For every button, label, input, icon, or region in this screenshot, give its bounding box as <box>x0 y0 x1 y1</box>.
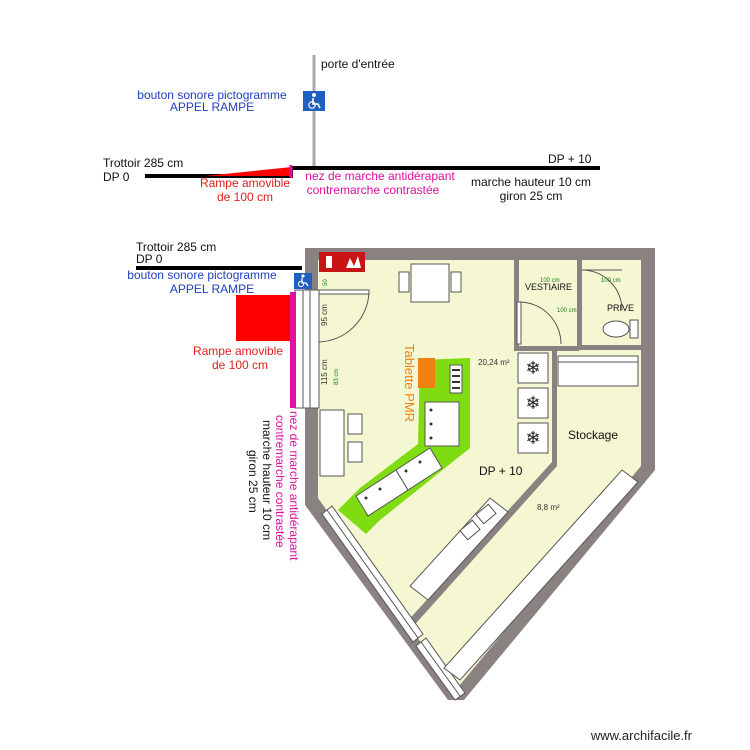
plan-removable-ramp <box>236 295 290 341</box>
dp0-label: DP 0 <box>103 170 130 184</box>
watermark-link[interactable]: www.archifacile.fr <box>590 728 693 743</box>
entrance-door-swing <box>318 291 370 343</box>
dining-table-top <box>398 263 462 303</box>
front-glazing-bottom-line <box>420 641 461 697</box>
tablet-pmr-label: Tablette PMR <box>402 344 417 422</box>
door-swing-prive <box>581 269 623 311</box>
fire-alarm-icon <box>341 252 365 272</box>
svg-text:❄: ❄ <box>525 393 540 413</box>
main-area-label: 20,24 m² <box>478 358 510 367</box>
burner-a2 <box>378 487 382 491</box>
main-level-label: DP + 10 <box>479 464 523 478</box>
plan-call-button-line2: APPEL RAMPE <box>170 282 254 296</box>
ramp-label-line1: Rampe amovible <box>200 176 290 190</box>
sidewalk-label: Trottoir 285 cm <box>103 156 183 170</box>
plan-ramp-label-line1: Rampe amovible <box>193 344 283 358</box>
freezer-3: ❄ <box>517 422 549 454</box>
plan-call-button-line1: bouton sonore pictogramme <box>127 268 277 282</box>
nosing-label-line1: nez de marche antidérapant <box>305 169 455 183</box>
step-label-line2: giron 25 cm <box>500 189 563 203</box>
cooktop-diagonal-b <box>395 447 443 491</box>
burner-a1 <box>364 496 368 500</box>
plan-sidewalk-label: Trottoir 285 cm <box>136 240 216 254</box>
call-button-label-line2: APPEL RAMPE <box>170 100 254 114</box>
plan-nosing-vertical-line2: contremarche contrastée <box>273 415 287 548</box>
dim-100-vestiaire: 100 cm <box>540 278 560 284</box>
plan-dp0-label: DP 0 <box>136 252 163 266</box>
dim-100-prive: 100 cm <box>601 278 621 284</box>
dim-115: 115 cm <box>320 359 329 385</box>
dim-83: 83 cm <box>334 369 340 385</box>
partition-prive-left <box>577 260 582 350</box>
sink-icon <box>459 503 497 541</box>
removable-ramp-section <box>205 167 292 176</box>
door-vestiaire <box>516 301 522 345</box>
partition-vestiaire-bottom <box>514 346 579 351</box>
plan-nosing-vertical-line1: nez de marche antidérapant <box>287 411 301 561</box>
dim-100-vestiaire-door: 100 cm <box>557 308 577 314</box>
step-label-line1: marche hauteur 10 cm <box>471 175 591 189</box>
plan-ramp-label-line2: de 100 cm <box>212 358 268 372</box>
plan-step-vertical-line1: marche hauteur 10 cm <box>260 420 274 540</box>
burner-b2 <box>418 460 422 464</box>
stockage-label: Stockage <box>568 428 618 442</box>
plan-nosing-strip <box>290 292 296 408</box>
front-glazing-lower-line <box>326 509 419 639</box>
partition-storage-left <box>552 350 557 466</box>
nosing-label-line2: contremarche contrastée <box>307 183 440 197</box>
cooktop-icon <box>449 364 463 394</box>
vestiaire-label: VESTIAIRE <box>525 282 572 292</box>
cooktop-right <box>424 401 460 447</box>
dining-table-left <box>319 409 363 477</box>
freezer-2: ❄ <box>517 387 549 419</box>
door-swing-vestiaire <box>518 301 562 345</box>
freezer-snowflake-icon: ❄ <box>517 352 549 384</box>
prive-label: PRIVE <box>607 303 634 313</box>
svg-text:❄: ❄ <box>525 428 540 448</box>
plan-wheelchair-access-icon <box>294 273 312 289</box>
toilet-icon <box>602 319 639 339</box>
dim-95: 95 cm <box>320 304 329 326</box>
ramp-label-line2: de 100 cm <box>217 190 273 204</box>
stock-area-label: 8,8 m² <box>537 503 560 512</box>
entrance-glazing <box>294 289 320 409</box>
storage-shelf-diagonal <box>443 469 639 681</box>
floor-plan: Trottoir 285 cm DP 0 bouton sonore picto… <box>127 240 655 701</box>
call-button-label-line1: bouton sonore pictogramme <box>137 88 287 102</box>
burner-b1 <box>404 469 408 473</box>
storage-shelf-top <box>557 355 639 387</box>
partition-prive-bottom <box>577 345 641 350</box>
dim-50: 50 <box>323 279 329 286</box>
wheelchair-access-icon <box>303 91 325 111</box>
svg-text:❄: ❄ <box>525 358 540 378</box>
entrance-door-leaf <box>318 289 370 295</box>
section-view: porte d'entrée bouton sonore pictogramme… <box>103 55 600 204</box>
plan-step-vertical-line2: giron 25 cm <box>246 450 260 513</box>
tablet-pmr <box>418 358 435 388</box>
partition-storage-diagonal <box>404 462 557 630</box>
entrance-door-label: porte d'entrée <box>321 57 395 71</box>
dp-plus-10-label: DP + 10 <box>548 152 592 166</box>
fire-extinguisher-icon <box>319 252 341 272</box>
